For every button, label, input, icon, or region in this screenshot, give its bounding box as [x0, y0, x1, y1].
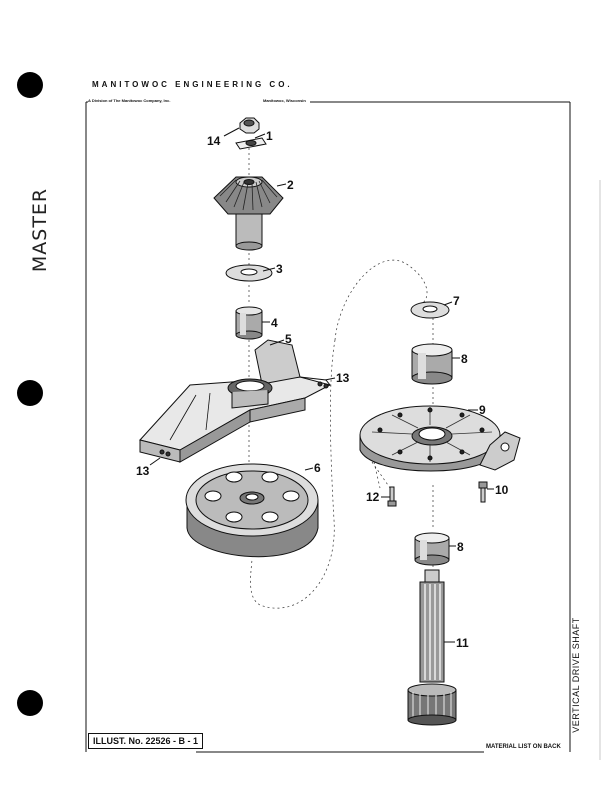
drawing-title: VERTICAL DRIVE SHAFT — [571, 617, 581, 733]
callout-12: 12 — [366, 490, 380, 504]
binder-hole-top — [17, 72, 43, 98]
part-8-bushing-lower — [414, 532, 450, 566]
part-14-nut — [239, 117, 260, 134]
part-2-bevel-gear — [213, 176, 284, 251]
part-1-lock-plate — [235, 137, 267, 150]
callout-8-lower: 8 — [457, 540, 464, 554]
binder-hole-bottom — [17, 690, 43, 716]
part-3-thrust-washer — [225, 264, 273, 282]
callout-labels: 1 2 3 4 5 6 7 8 9 10 11 12 13 13 14 8 — [136, 129, 509, 650]
illustration-number: ILLUST. No. 22526 - B - 1 — [88, 733, 204, 749]
callout-14: 14 — [207, 134, 221, 148]
callout-3: 3 — [276, 262, 283, 276]
part-4-bushing — [235, 306, 263, 340]
callout-2: 2 — [287, 178, 294, 192]
callout-5: 5 — [285, 332, 292, 346]
part-8-bushing-upper — [411, 343, 453, 385]
company-name: MANITOWOC ENGINEERING CO. — [92, 80, 293, 89]
callout-11: 11 — [456, 636, 469, 650]
part-7-thrust-washer — [410, 301, 450, 319]
callout-1: 1 — [266, 129, 273, 143]
division-line: A Division of The Manitowoc Company, Inc… — [88, 98, 171, 103]
binder-hole-middle — [17, 380, 43, 406]
callout-10: 10 — [495, 483, 509, 497]
location-line: Manitowoc, Wisconsin — [263, 98, 306, 103]
page-frame — [85, 101, 571, 753]
callout-13-left: 13 — [136, 464, 150, 478]
callout-7: 7 — [453, 294, 460, 308]
part-9-mounting-plate — [359, 405, 521, 472]
callout-6: 6 — [314, 461, 321, 475]
part-11-drive-shaft — [407, 569, 457, 726]
part-12-bolt — [387, 486, 397, 507]
part-10-bolt — [478, 481, 488, 503]
part-5-support-frame — [139, 339, 332, 463]
callout-8-upper: 8 — [461, 352, 468, 366]
callout-13-right: 13 — [336, 371, 350, 385]
callout-9: 9 — [479, 403, 486, 417]
part-6-flywheel — [185, 463, 319, 558]
material-note: MATERIAL LIST ON BACK — [486, 744, 561, 750]
callout-4: 4 — [271, 316, 278, 330]
